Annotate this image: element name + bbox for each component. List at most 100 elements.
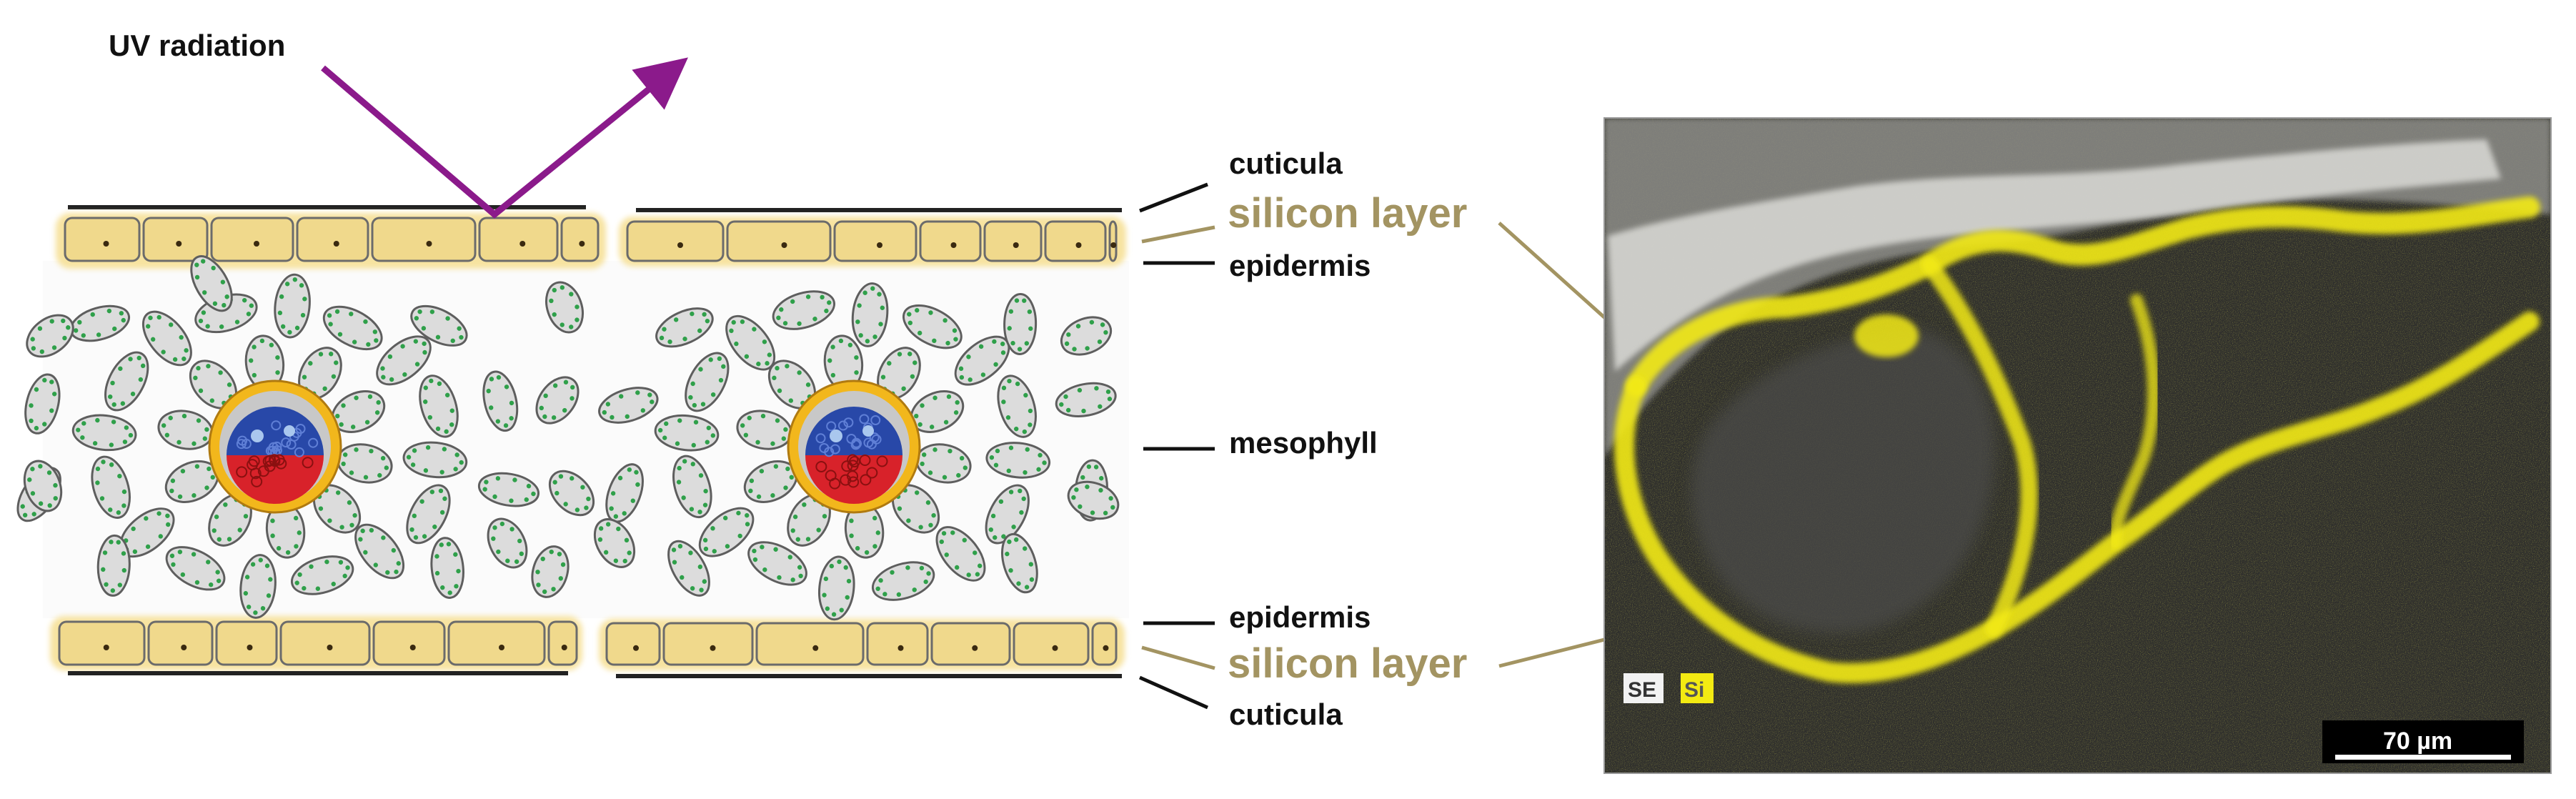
- chloroplast-dot: [194, 580, 200, 585]
- chloroplast-dot: [912, 360, 917, 365]
- chloroplast-dot: [328, 322, 333, 327]
- chloroplast-dot: [622, 511, 627, 516]
- chloroplast-dot: [933, 447, 938, 452]
- chloroplast-dot: [664, 421, 669, 427]
- chloroplast-dot: [331, 374, 337, 379]
- chloroplast-dot: [223, 502, 228, 507]
- mesophyll-cell: [239, 554, 277, 619]
- chloroplast-dot: [396, 561, 401, 566]
- chloroplast-dot: [975, 572, 980, 577]
- chloroplast-dot: [1029, 577, 1035, 582]
- chloroplast-dot: [855, 319, 860, 324]
- chloroplast-dot: [1025, 447, 1030, 452]
- chloroplast-dot: [109, 540, 114, 545]
- chloroplast-dot: [798, 573, 803, 579]
- chloroplast-dot: [294, 544, 299, 549]
- chloroplast-dot: [789, 475, 794, 480]
- chloroplast-dot: [341, 403, 346, 408]
- cell-wall: [274, 273, 311, 339]
- chloroplast-dot: [907, 312, 912, 317]
- chloroplast-dot: [292, 277, 297, 282]
- chloroplast-dot: [38, 501, 44, 506]
- chloroplast-dot: [717, 356, 722, 362]
- chloroplast-dot: [858, 333, 863, 338]
- chloroplast-dot: [318, 506, 324, 511]
- chloroplast-dot: [519, 551, 524, 557]
- chloroplast-dot: [773, 464, 779, 469]
- chloroplast-dot: [457, 326, 462, 331]
- mesophyll-cell: [23, 460, 63, 512]
- chloroplast-dot: [92, 441, 98, 446]
- mesophyll-cell: [376, 335, 432, 386]
- mesophyll-cell: [747, 541, 807, 586]
- chloroplast-dot: [372, 329, 378, 334]
- nucleus-dot: [781, 242, 787, 248]
- chloroplast-dot: [825, 606, 830, 611]
- chloroplast-dot: [194, 262, 199, 267]
- nucleus-dot: [426, 241, 432, 247]
- mesophyll-cell: [406, 484, 451, 545]
- chloroplast-dot: [1103, 329, 1108, 335]
- phloem-cell: [847, 476, 860, 488]
- chloroplast-dot: [138, 377, 144, 382]
- chloroplast-dot: [509, 400, 514, 406]
- chloroplast-dot: [106, 308, 112, 314]
- mesophyll-cell: [997, 374, 1037, 438]
- mesophyll-cell: [672, 455, 712, 519]
- chloroplast-dot: [1081, 408, 1086, 414]
- chloroplast-dot: [613, 558, 619, 563]
- mesophyll-cell: [26, 314, 74, 358]
- chloroplast-dot: [275, 355, 280, 360]
- si-legend-swatch: [1681, 673, 1714, 703]
- chloroplast-dot: [252, 344, 257, 349]
- cell-wall: [772, 290, 836, 330]
- chloroplast-dot: [252, 372, 257, 378]
- cell-wall: [655, 307, 714, 348]
- chloroplast-dot: [119, 311, 124, 316]
- chloroplast-dot: [662, 327, 667, 332]
- chloroplast-dot: [381, 535, 386, 540]
- chloroplast-dot: [575, 317, 580, 322]
- chloroplast-dot: [756, 362, 761, 367]
- chloroplast-dot: [435, 426, 441, 432]
- chloroplast-dot: [128, 357, 133, 362]
- chloroplast-dot: [1036, 467, 1041, 472]
- chloroplast-dot: [253, 610, 258, 615]
- cuticula-bottom-leader: [1138, 675, 1209, 710]
- chloroplast-dot: [389, 377, 394, 382]
- chloroplast-dot: [27, 477, 32, 482]
- chloroplast-dot: [181, 356, 187, 362]
- chloroplast-dot: [179, 334, 184, 340]
- chloroplast-dot: [211, 265, 216, 271]
- chloroplast-dot: [966, 572, 971, 577]
- mesophyll-cell: [935, 526, 986, 582]
- epidermis-cell: [142, 217, 209, 262]
- chloroplast-dot: [624, 537, 630, 543]
- chloroplast-dot: [1017, 347, 1023, 352]
- chloroplast-dot: [672, 560, 677, 565]
- chloroplast-dot: [445, 316, 450, 321]
- chloroplast-dot: [484, 480, 489, 485]
- chloroplast-dot: [1006, 468, 1011, 474]
- chloroplast-dot: [698, 473, 704, 478]
- mesophyll-cell: [24, 373, 61, 435]
- chloroplast-dot: [710, 433, 716, 438]
- phloem-cell: [302, 457, 314, 469]
- xylem-vessel: [826, 421, 837, 432]
- chloroplast-dot: [77, 319, 82, 325]
- chloroplast-dot: [1090, 510, 1095, 515]
- chloroplast-dot: [224, 294, 229, 299]
- cell-wall: [818, 555, 855, 621]
- chloroplast-dot: [1023, 392, 1028, 398]
- chloroplast-dot: [962, 537, 967, 543]
- chloroplast-dot: [219, 324, 224, 329]
- chloroplast-dot: [910, 374, 915, 379]
- chloroplast-dot: [609, 506, 614, 511]
- chloroplast-dot: [369, 527, 374, 533]
- chloroplast-dot: [1021, 496, 1026, 502]
- chloroplast-dot: [915, 308, 920, 313]
- chloroplast-dot: [266, 593, 272, 598]
- chloroplast-dot: [980, 372, 986, 377]
- chloroplast-dot: [907, 320, 912, 326]
- chloroplast-dot: [737, 533, 742, 539]
